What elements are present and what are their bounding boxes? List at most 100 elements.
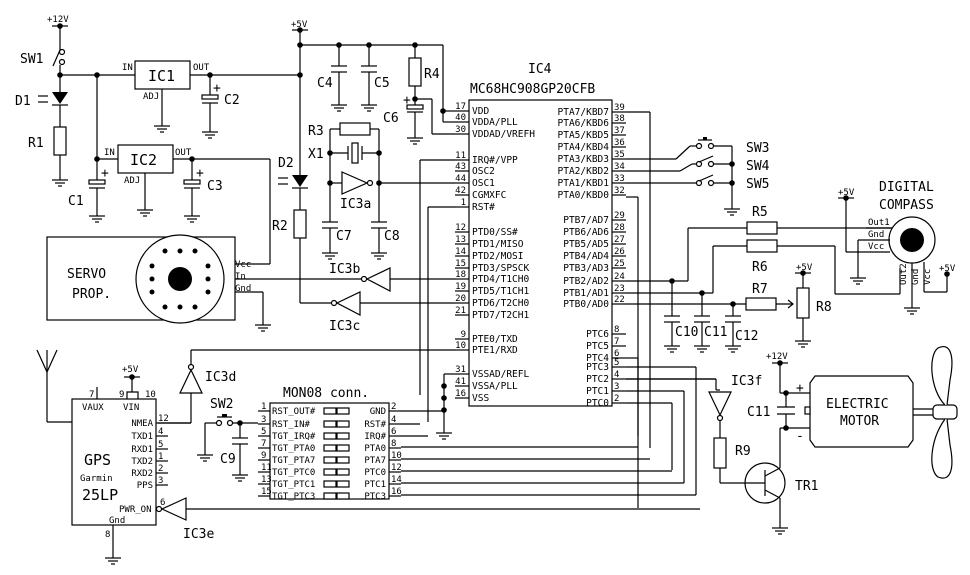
mcu-pin-name: PTB5/AD5 [563,239,609,250]
mcu-pin-number: 17 [455,102,466,112]
mcu-pin-number: 42 [455,186,466,196]
mcu-pin-number: 11 [455,151,466,161]
mcu-pin-number: 1 [461,198,466,208]
mon08-right-signal: PTC0 [364,468,386,478]
mcu-pin-number: 44 [455,174,466,184]
gps-vin: VIN [123,403,139,413]
mon08-right-signal: GND [370,407,386,417]
mcu-pin-name: CGMXFC [472,190,506,201]
mcu-pin-name: PTC6 [586,329,609,340]
compass-out1: Out1 [868,218,890,228]
c7-label: C7 [336,229,352,244]
servo-in-label: In [235,272,246,282]
mcu-pin-name: PTE1/RXD [472,345,518,356]
ic3d-label: IC3d [205,370,236,385]
mcu-pin-name: PTD5/T1CH1 [472,286,529,297]
gps-pin8: 8 [105,530,110,540]
servo-hole [177,304,183,310]
mon08-pin-left-num: 7 [261,439,266,449]
mcu-pin-number: 26 [614,247,625,257]
r5-resistor [746,221,778,235]
x1-label: X1 [308,147,324,162]
servo-hole [162,304,168,310]
compass-v5-label-2: +5V [939,264,956,274]
mcu-pin-number: 12 [455,223,466,233]
ic3b-inverter [365,267,391,292]
mcu-pin-name: PTD6/T2CH0 [472,298,529,309]
c9-label: C9 [220,452,236,467]
mon08-left-signal: RST_IN# [272,420,311,430]
mon08-pin-left-num: 3 [261,415,266,425]
ic3f-label: IC3f [731,374,762,389]
r8-label: R8 [816,300,832,315]
d2-label: D2 [278,156,294,171]
motor-section: IC3f R9 TR1 +12V C11 + - ELECTRIC MOTOR [626,346,958,535]
gps-v5-label: +5V [122,365,139,375]
ic2-out-label: OUT [175,148,192,158]
mcu-ref: IC4 [528,62,552,77]
d2-led-symbol [292,175,308,187]
mcu-pin-number: 24 [614,272,625,282]
mcu-pin-number: 16 [455,389,466,399]
mon08-right-signal: PTA0 [364,444,386,454]
mcu-pin-name: PTB7/AD7 [563,215,609,226]
mcu-pin-name: PTA4/KBD4 [558,142,610,153]
mon08-title: MON08 conn. [283,386,369,401]
propeller-blade-top [931,346,953,406]
r3-label: R3 [308,124,324,139]
mon08-left-signal: RST_OUT# [272,407,316,417]
gps-pin9: 9 [119,390,124,400]
compass-vcc2: Vcc [923,269,933,285]
electric-motor [809,375,914,448]
compass-gnd: Gnd [868,230,884,240]
mon08-pin-right-num: 10 [391,451,402,461]
gps-gnd: Gnd [109,516,125,526]
servo-label-2: PROP. [72,287,111,302]
mcu-pin-name: PTA3/KBD3 [558,154,609,165]
inverters-bc: IC3b IC3c [329,262,455,334]
gps-module: GPS Garmin 25LP VAUX VIN Gnd 7 9 10 +5V … [36,349,191,565]
mcu-pin-number: 41 [455,377,466,387]
ic1-label: IC1 [148,67,175,85]
ic3e-label: IC3e [183,527,214,542]
mcu-pin-name: VDDAD/VREFH [472,129,535,140]
sw3-label: SW3 [746,141,769,156]
power-supply-section: +12V SW1 D1 R1 IC1 IN OUT ADJ + C2 [15,15,300,265]
gps-pin-number: 2 [158,464,163,474]
ic3b-label: IC3b [329,262,360,277]
mcu-pin-name: PTC3 [586,362,609,373]
servo-hole [192,248,198,254]
gps-pwr-on: PWR_ON [119,505,152,515]
ic3c-label: IC3c [329,319,360,334]
c3-label: C3 [207,179,223,194]
mcu-part: MC68HC908GP20CFB [470,82,595,97]
gps-pin-number: 12 [158,414,169,424]
r7-label: R7 [752,282,768,297]
motor-minus: - [796,429,804,444]
mcu-pin-name: OSC1 [472,178,495,189]
mcu-pin-name: PTD3/SPSCK [472,263,529,274]
gps-pin-number: 1 [158,452,163,462]
mcu-pin-name: PTB4/AD4 [563,251,609,262]
mcu-pin-number: 8 [614,325,619,335]
servo-vcc-label: Vcc [235,260,251,270]
mcu-pin-number: 31 [455,365,466,375]
gps-pin-name: RXD2 [131,469,153,479]
servo-gnd-label: Gnd [235,284,251,294]
mcu-pin-name: VSS [472,393,489,404]
sw2-label: SW2 [210,397,233,412]
x1-crystal [351,142,359,164]
mcu-pin-number: 4 [614,370,619,380]
mcu-right-wiring [626,111,746,508]
mon08-pin-left-num: 11 [261,463,272,473]
motor-plus: + [796,381,804,396]
c2-plus: + [213,81,221,96]
compass-vcc: Vcc [868,242,884,252]
gps-pin-name: RXD1 [131,445,153,455]
ic3d-inverter [179,368,203,394]
sw1-switch-symbol [52,48,66,67]
mon08-left-signal: TGT_IRQ# [272,432,316,442]
